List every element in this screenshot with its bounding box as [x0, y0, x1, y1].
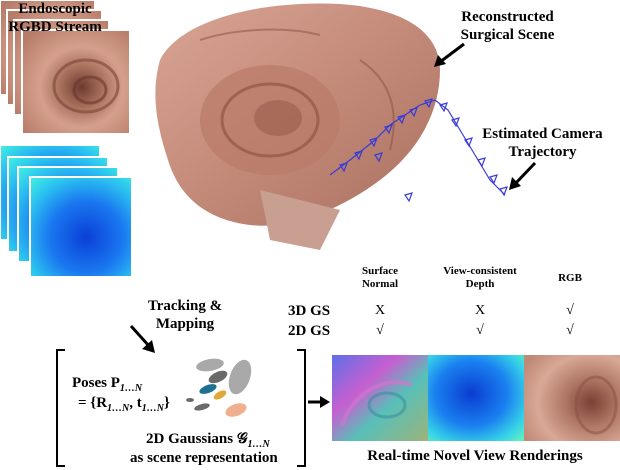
trajectory-path [330, 99, 506, 196]
gaussian-ellipse [194, 403, 210, 411]
row-3dgs-rgb: √ [566, 303, 574, 318]
reconstructed-scene-label: Reconstructed Surgical Scene [460, 9, 555, 43]
poses-label: Poses P1…N [72, 375, 143, 394]
camera-marker [374, 152, 383, 163]
col-depth: View-consistent Depth [443, 265, 517, 290]
renderings-label: Real-time Novel View Renderings [367, 448, 583, 464]
camera-marker [451, 117, 460, 128]
col-rgb: RGB [558, 272, 582, 284]
trajectory-label: Estimated Camera Trajectory [482, 126, 603, 160]
camera-trajectory [330, 98, 508, 203]
stream-label: Endoscopic RGBD Stream [8, 1, 102, 35]
camera-marker [339, 162, 348, 173]
poses-set-label: = {R1…N, t1…N} [78, 395, 170, 414]
row-3dgs-depth: X [474, 303, 486, 318]
col-surface-normal: Surface Normal [361, 265, 399, 290]
gaussians-illustration [186, 358, 252, 417]
tracking-mapping-label: Tracking & Mapping [147, 298, 223, 332]
camera-marker [404, 192, 413, 203]
gaussian-ellipse [208, 370, 228, 384]
camera-marker [409, 107, 418, 118]
row-2dgs-label: 2D GS [288, 323, 331, 339]
camera-marker [354, 150, 363, 161]
camera-marker [424, 98, 433, 109]
depth-frame-4 [29, 176, 133, 278]
camera-marker [384, 124, 393, 135]
arrow-to-scene [434, 42, 465, 67]
rgb-frame-stack [0, 0, 131, 135]
gaussian-ellipse [225, 403, 247, 417]
representation-bracket [56, 349, 306, 467]
gaussian-ellipse [196, 358, 224, 372]
row-3dgs-label: 3D GS [288, 303, 331, 319]
camera-marker [477, 157, 486, 168]
camera-marker [489, 174, 498, 185]
gaussian-ellipse [186, 398, 194, 402]
row-2dgs-normal: √ [376, 323, 384, 338]
arrow-to-trajectory [509, 161, 537, 190]
camera-marker [439, 102, 448, 113]
gaussian-ellipse [199, 384, 217, 394]
row-3dgs-normal: X [374, 303, 386, 318]
gaussians-sublabel: as scene representation [130, 450, 278, 466]
gaussian-ellipse [213, 390, 227, 400]
reconstructed-scene [155, 3, 441, 250]
rendering-depth [428, 355, 524, 441]
rendering-rgb [524, 355, 620, 441]
gaussian-ellipse [228, 359, 252, 395]
depth-frame-stack [0, 145, 133, 278]
camera-marker [369, 137, 378, 148]
rendering-normal [332, 355, 428, 441]
row-2dgs-rgb: √ [566, 323, 574, 338]
arrow-to-renderings [308, 396, 330, 408]
camera-marker [464, 137, 473, 148]
row-2dgs-depth: √ [476, 323, 484, 338]
camera-marker [397, 114, 406, 125]
camera-marker [499, 186, 508, 197]
gaussians-label: 2D Gaussians 𝒢1…N [146, 431, 270, 450]
arrow-tracking [129, 324, 155, 353]
